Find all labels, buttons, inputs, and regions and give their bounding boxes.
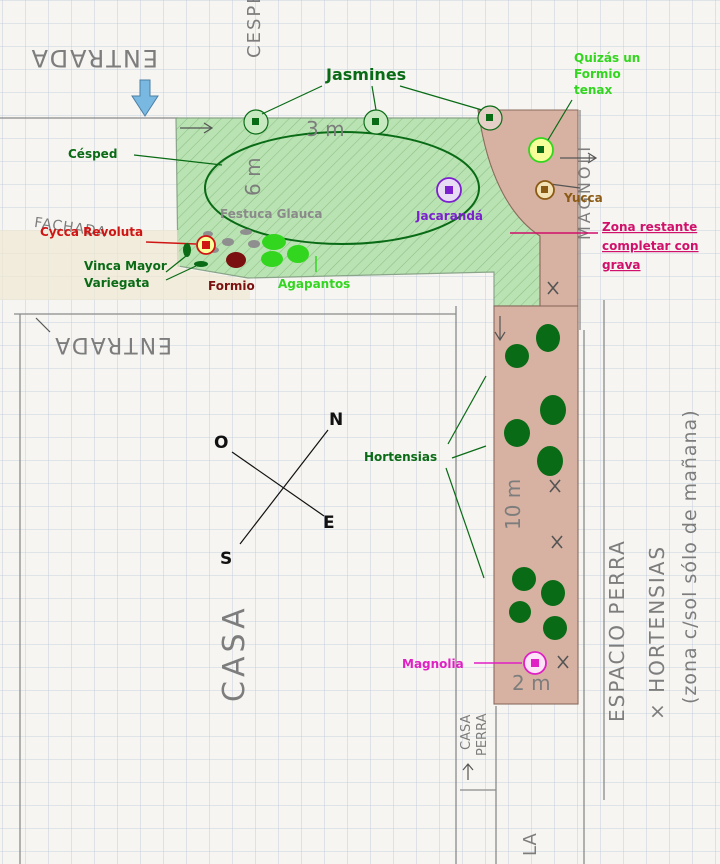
formio-marker [226,252,246,268]
hortensia-bushes [504,324,567,640]
quizas-label-2: Formio [574,67,621,81]
hortensias-note-text: × HORTENSIAS [645,545,669,720]
x-mark-icon [557,655,569,669]
cycca-label: Cycca Revoluta [40,225,143,239]
casa-perra-text-1: CASA [459,715,474,750]
bottom-fragment-text: LA [520,833,541,856]
cesped-ellipse [204,131,480,245]
jasmine-leaders [261,85,483,115]
casa-text: CASA [217,604,252,702]
casa-perra-text-2: PERRA [475,713,490,756]
fachada-strip [0,230,250,300]
vinca-markers [183,243,208,267]
dim-10m-text: 10 m [501,479,525,530]
hortensias-label: Hortensias [364,450,437,464]
pencil-outlines [0,110,605,864]
formio-tenax-leader [547,99,573,141]
magnolia-label: Magnolia [402,657,464,671]
vinca-label-1: Vinca Mayor [84,259,167,273]
agapantos-markers [261,234,309,267]
entrada-top-text: ENTRADA [30,44,158,72]
cesped-label: Césped [68,147,117,161]
pencil-arrows [35,122,598,780]
blue-arrow-icon [131,79,159,117]
gravel-zone-top-right [477,109,579,307]
compass-o: O [214,433,228,453]
dim-6m-text: 6 m [241,157,265,196]
quizas-label-3: tenax [574,83,613,97]
jasmine-markers [243,105,503,135]
hortensias-leaders [445,375,487,579]
compass-e: E [323,513,335,533]
x-marks [547,281,569,669]
dim-3m-text: 3 m [306,117,345,141]
jasmines-label: Jasmines [325,65,406,84]
zona-label-2: completar con [602,239,699,253]
vinca-label-2: Variegata [84,276,149,290]
magnolia-vertical-text: MAGNOLI [575,144,594,240]
compass-icon [231,429,329,545]
cesped-vertical-text: CESPED [244,0,265,58]
yucca-label: Yucca [563,191,603,205]
x-mark-icon [551,535,563,549]
espacio-perra-text: ESPACIO PERRA [605,539,629,722]
compass-s: S [220,549,232,569]
vinca-leaders [165,255,197,281]
formio-label: Formio [208,279,255,293]
hortensias-strip [493,305,579,705]
zona-label-1: Zona restante [602,220,697,234]
zona-label-3: grava [602,258,641,272]
x-mark-icon [547,281,559,295]
dim-2m-text: 2 m [512,671,551,695]
entrada-left-text: ENTRADA [53,332,172,357]
sol-note-text: (zona c/sol sólo de mañana) [679,409,701,704]
cesped-leader [133,154,223,166]
compass-n: N [329,410,343,430]
quizas-label-1: Quizás un [574,51,640,65]
jacaranda-label: Jacarandá [415,209,483,223]
agapantos-label: Agapantos [278,277,350,291]
x-mark-icon [549,479,561,493]
festuca-label: Festuca Glauca [220,207,322,221]
